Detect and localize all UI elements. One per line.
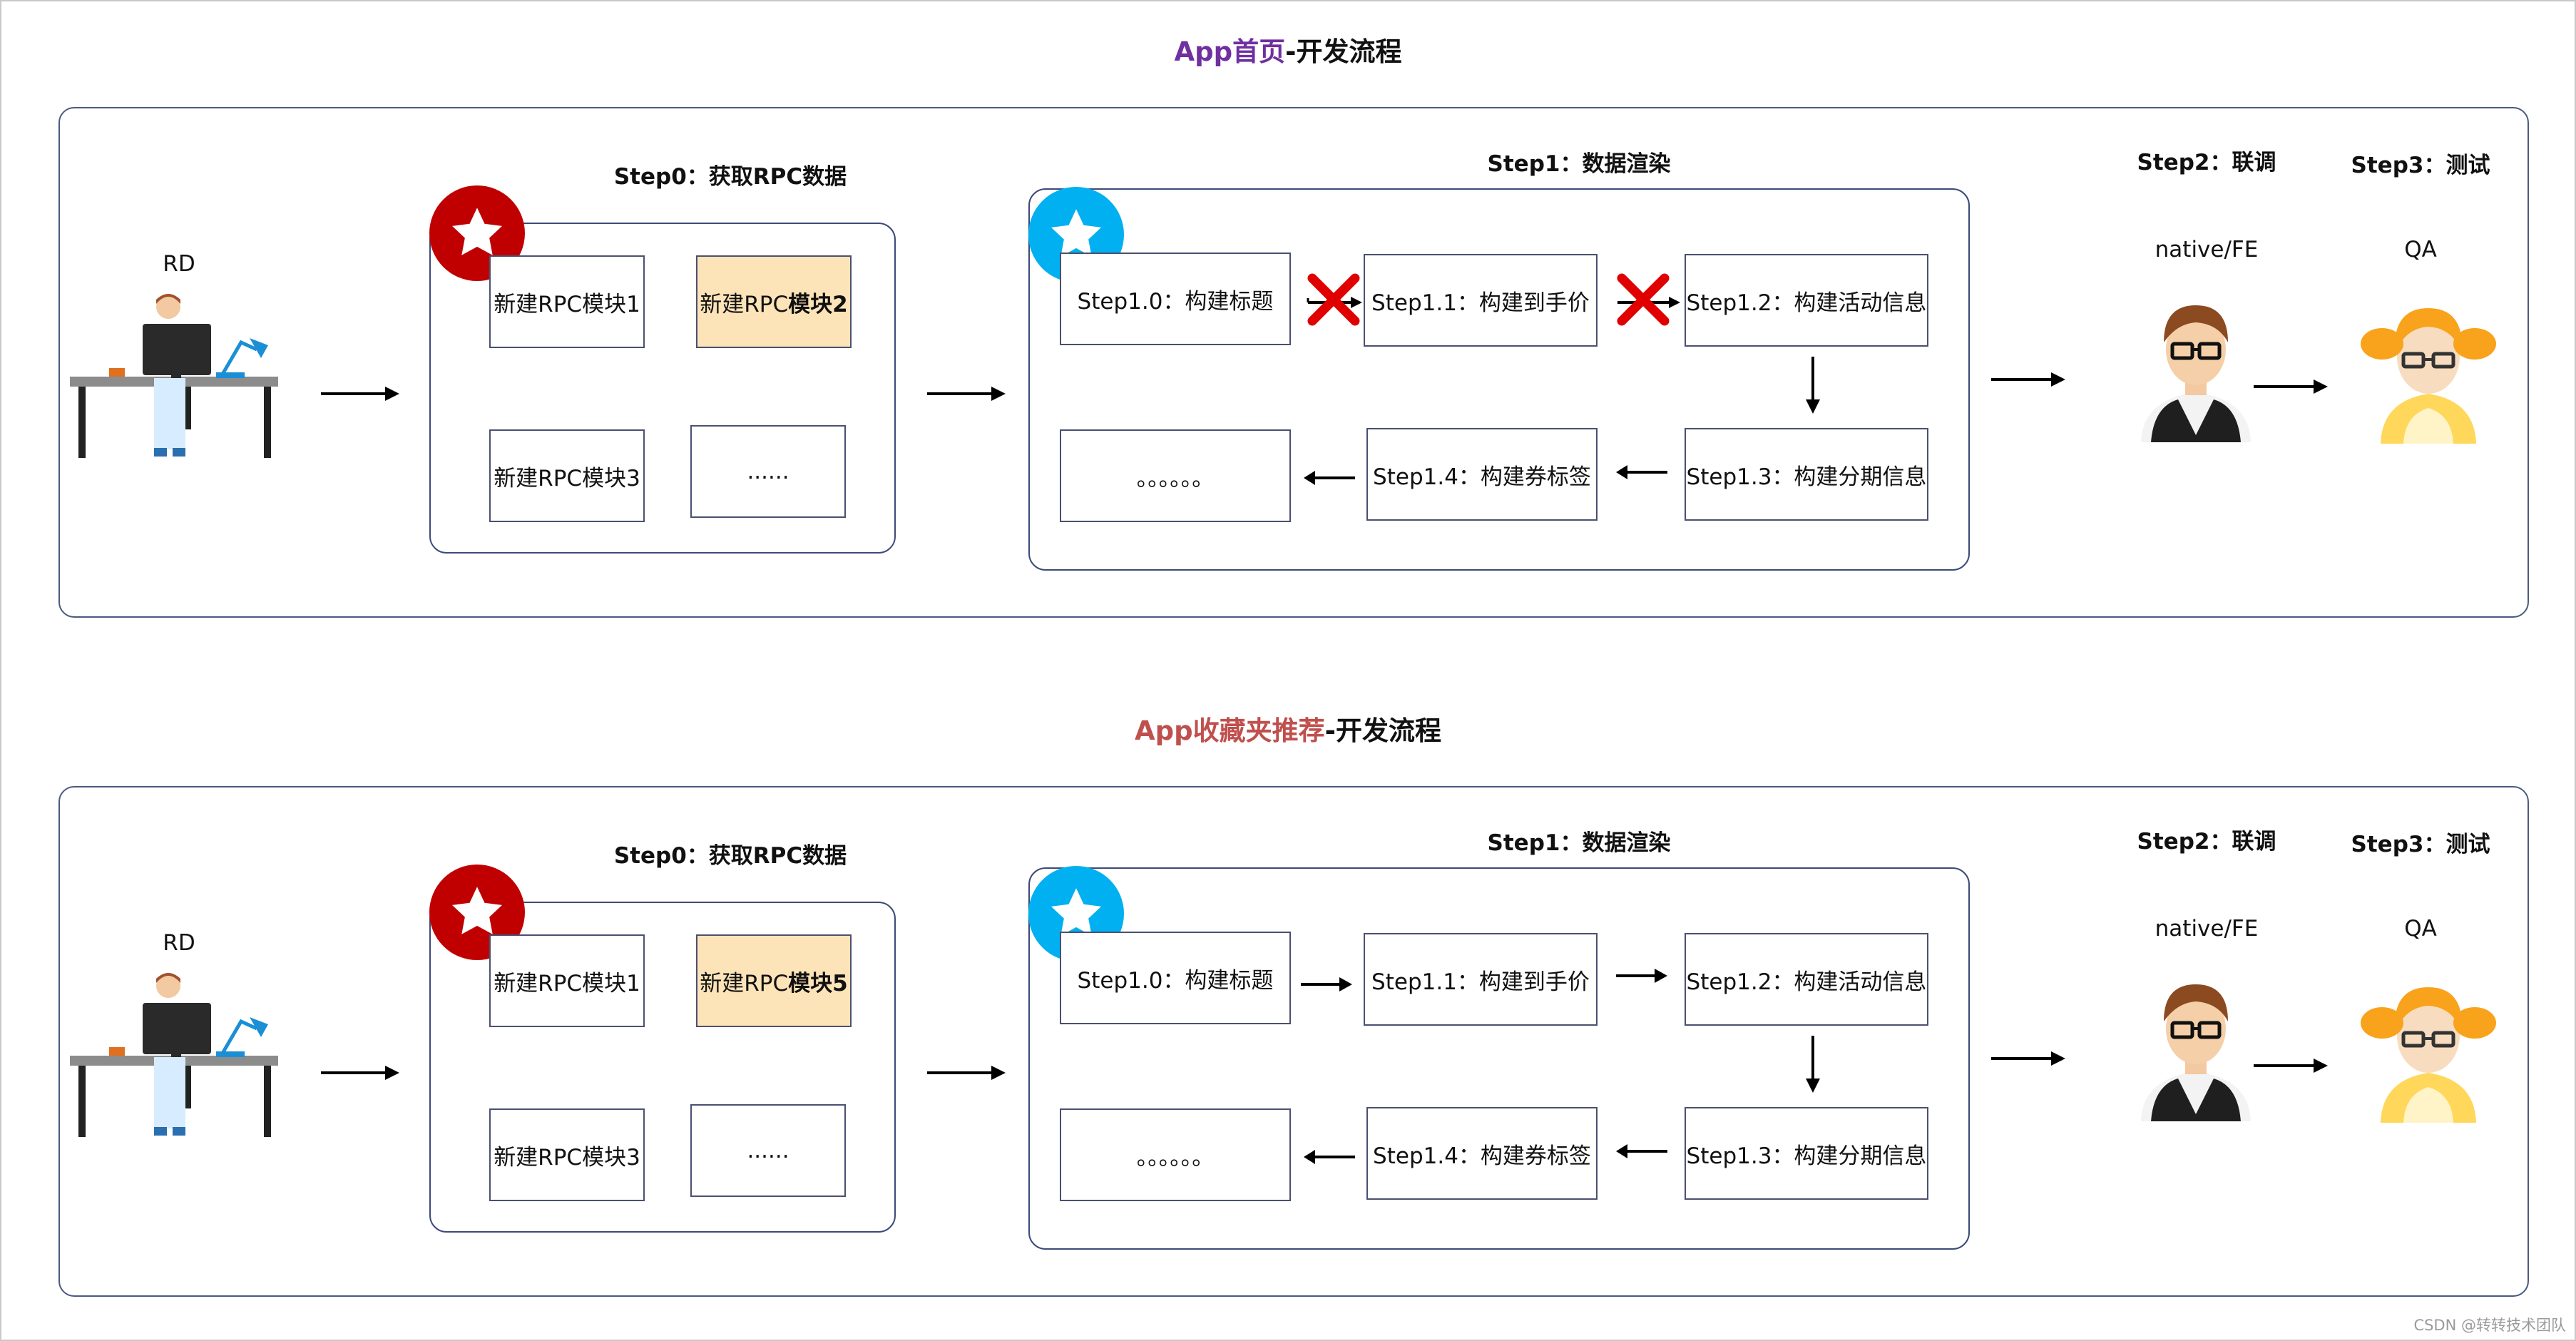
render-step-box: Step1.2：构建活动信息 bbox=[1685, 933, 1928, 1026]
step0-label: Step0：获取RPC数据 bbox=[613, 164, 847, 190]
render-step-box-more: 。。。。。。 bbox=[1060, 429, 1291, 522]
render-step-box: Step1.4：构建券标签 bbox=[1366, 1107, 1598, 1200]
step0-label: Step0：获取RPC数据 bbox=[613, 843, 847, 869]
render-step-box: Step1.1：构建到手价 bbox=[1364, 933, 1598, 1026]
section-title: App收藏夹推荐-开发流程 bbox=[0, 709, 2576, 748]
flow-arrow bbox=[1301, 976, 1352, 993]
step2-role: native/FE bbox=[2155, 237, 2259, 262]
flow-arrow bbox=[927, 1064, 1006, 1081]
step3-role: QA bbox=[2404, 916, 2437, 942]
female-tester-avatar bbox=[2361, 294, 2496, 444]
section-title-rest: -开发流程 bbox=[1324, 715, 1441, 746]
watermark: CSDN @转转技术团队 bbox=[2413, 1317, 2566, 1334]
male-engineer-avatar bbox=[2135, 972, 2256, 1121]
rpc-module-text-bold: 模块2 bbox=[788, 291, 848, 317]
step2-label: Step2：联调 bbox=[2137, 829, 2276, 855]
render-step-box: Step1.0：构建标题 bbox=[1060, 932, 1291, 1024]
flow-arrow bbox=[1991, 1050, 2065, 1067]
render-step-box: Step1.3：构建分期信息 bbox=[1685, 428, 1928, 521]
flow-arrow bbox=[1991, 371, 2065, 388]
flow-arrow bbox=[2254, 1057, 2328, 1074]
rd-label: RD bbox=[163, 930, 195, 956]
cross-icon bbox=[1305, 271, 1362, 328]
rpc-module-box: 新建RPC模块1 bbox=[489, 934, 645, 1027]
rpc-module-box: 新建RPC模块3 bbox=[489, 429, 645, 522]
rpc-module-text: 新建RPC bbox=[700, 291, 789, 317]
section-title-app: App首页 bbox=[1174, 36, 1286, 67]
step3-label: Step3：测试 bbox=[2351, 832, 2490, 857]
render-step-box: Step1.4：构建券标签 bbox=[1366, 428, 1598, 521]
rd-label: RD bbox=[163, 251, 195, 277]
rpc-module-text-bold: 模块5 bbox=[788, 970, 848, 996]
section-title-rest: -开发流程 bbox=[1285, 36, 1402, 67]
female-tester-avatar bbox=[2361, 973, 2496, 1123]
render-step-box: Step1.1：构建到手价 bbox=[1364, 254, 1598, 347]
step2-role: native/FE bbox=[2155, 916, 2259, 942]
rpc-module-text: 新建RPC bbox=[700, 970, 789, 996]
step3-label: Step3：测试 bbox=[2351, 153, 2490, 178]
step3-role: QA bbox=[2404, 237, 2437, 262]
step1-label: Step1：数据渲染 bbox=[1487, 830, 1671, 856]
flow-arrow bbox=[321, 385, 399, 402]
section-title-app: App收藏夹推荐 bbox=[1135, 715, 1325, 746]
rpc-module-box: 新建RPC模块1 bbox=[489, 255, 645, 348]
step2-label: Step2：联调 bbox=[2137, 150, 2276, 175]
flow-arrow-left bbox=[1304, 1148, 1355, 1166]
render-step-box: Step1.2：构建活动信息 bbox=[1685, 254, 1928, 347]
flow-arrow bbox=[927, 385, 1006, 402]
rpc-module-box-more: ...... bbox=[690, 425, 846, 518]
flow-arrow-left bbox=[1616, 1143, 1667, 1160]
flow-arrow bbox=[321, 1064, 399, 1081]
flow-arrow bbox=[1616, 967, 1667, 984]
flow-arrow-down bbox=[1804, 1036, 1821, 1093]
flow-arrow-left bbox=[1304, 469, 1355, 486]
rpc-module-box: 新建RPC模块3 bbox=[489, 1108, 645, 1201]
step1-label: Step1：数据渲染 bbox=[1487, 151, 1671, 177]
section-title: App首页-开发流程 bbox=[0, 30, 2576, 68]
flow-arrow-left bbox=[1616, 464, 1667, 481]
flow-arrow-down bbox=[1804, 357, 1821, 414]
developer-at-desk-illustration bbox=[70, 292, 284, 464]
male-engineer-avatar bbox=[2135, 292, 2256, 442]
render-step-box: Step1.3：构建分期信息 bbox=[1685, 1107, 1928, 1200]
cross-icon bbox=[1615, 271, 1672, 328]
flow-arrow bbox=[2254, 378, 2328, 395]
rpc-module-box-more: ...... bbox=[690, 1104, 846, 1197]
render-step-box-more: 。。。。。。 bbox=[1060, 1108, 1291, 1201]
developer-at-desk-illustration bbox=[70, 972, 284, 1143]
render-step-box: Step1.0：构建标题 bbox=[1060, 253, 1291, 345]
